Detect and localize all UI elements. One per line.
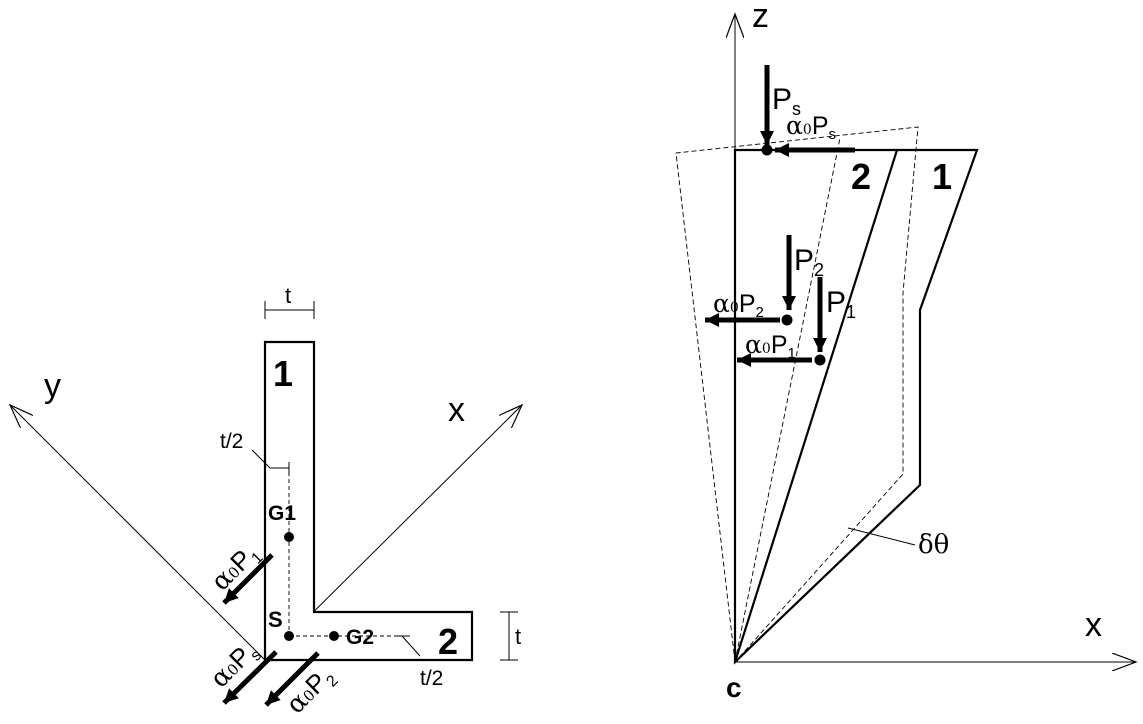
- g2-point: [329, 631, 339, 641]
- region-2-label: 2: [851, 156, 871, 197]
- s-label: S: [268, 607, 283, 632]
- left-x-axis-label: x: [448, 391, 465, 429]
- dim-half-t-lower-label: t/2: [420, 667, 443, 690]
- force-arrow-alpha-p1: [222, 553, 274, 605]
- force-label-alpha-p2: α0P2: [280, 660, 342, 722]
- rotation-label: δθ: [918, 530, 949, 560]
- label-alpha-ps: α0Ps: [786, 111, 836, 143]
- origin-c-label: c: [726, 672, 742, 703]
- g1-label: G1: [268, 502, 296, 525]
- rotated-outline-dashed: [675, 126, 919, 664]
- dim-half-t-upper-label: t/2: [220, 430, 243, 453]
- undeformed-divider: [733, 149, 899, 663]
- dimension-t-right: [500, 611, 518, 661]
- leg-1-label: 1: [273, 353, 293, 394]
- label-p1: P1: [826, 286, 856, 322]
- force-arrow-alpha-ps: [222, 650, 278, 705]
- region-1-label: 1: [932, 156, 952, 197]
- g1-point: [284, 532, 294, 542]
- right-z-axis-label: z: [752, 0, 769, 35]
- right-x-axis-label: x: [1085, 606, 1102, 644]
- left-y-axis: [10, 405, 266, 661]
- dimension-half-t-lower: [396, 635, 421, 657]
- label-alpha-p1: α0P1: [745, 330, 796, 362]
- left-cross-section-diagram: y x t t t/2: [10, 283, 522, 722]
- dimension-t-top: [264, 301, 315, 319]
- ps-point: [761, 144, 773, 156]
- label-ps: Ps: [772, 83, 801, 119]
- dim-t-top-label: t: [285, 283, 291, 308]
- s-point: [284, 631, 294, 641]
- g2-label: G2: [346, 626, 374, 649]
- dimension-half-t-upper: [251, 449, 290, 476]
- right-elevation-diagram: z x c 2 1 δθ Ps α0Ps P2 α0P2: [675, 0, 1136, 703]
- force-label-alpha-ps: α0Ps: [204, 635, 265, 696]
- dim-t-right-label: t: [515, 624, 521, 649]
- rotation-leader: [847, 527, 916, 546]
- p2-point: [781, 314, 793, 326]
- label-p2: P2: [794, 244, 824, 280]
- rotated-divider-dashed: [734, 137, 841, 663]
- undeformed-outline: [733, 148, 979, 665]
- label-alpha-p2: α0P2: [713, 289, 764, 321]
- left-y-axis-label: y: [44, 367, 61, 405]
- l-angle-outline: [263, 340, 474, 662]
- force-arrow-alpha-p2: [264, 651, 320, 707]
- p1-point: [814, 354, 826, 366]
- leg-2-label: 2: [438, 621, 458, 662]
